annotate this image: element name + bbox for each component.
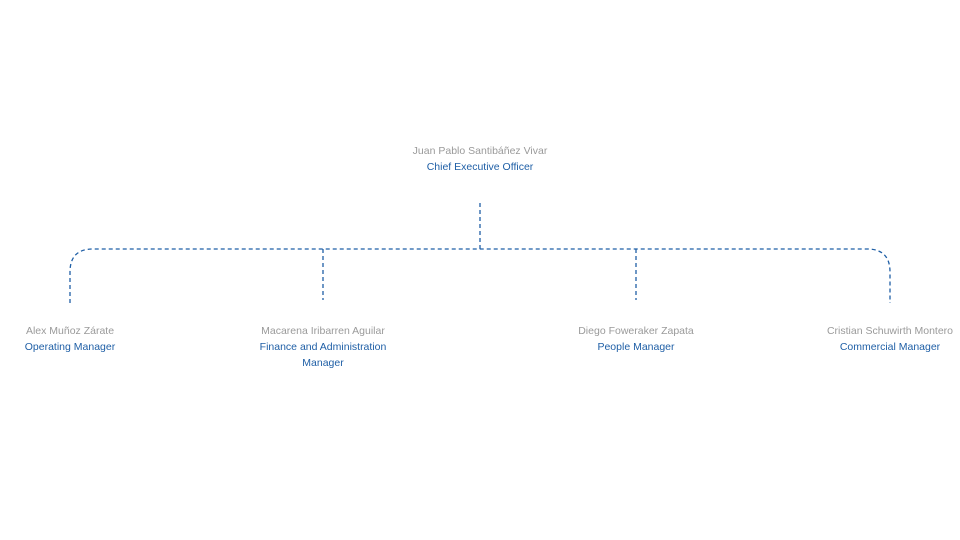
- operating-manager-name: Alex Muñoz Zárate: [25, 325, 115, 337]
- finance-manager-role: Finance and Administration Manager: [259, 341, 387, 369]
- commercial-manager-node: Cristian Schuwirth Montero Commercial Ma…: [800, 323, 960, 355]
- operating-manager-node: Alex Muñoz Zárate Operating Manager: [0, 323, 160, 355]
- people-manager-node: Diego Foweraker Zapata People Manager: [546, 323, 726, 355]
- ceo-role: Chief Executive Officer: [426, 161, 534, 173]
- people-manager-role: People Manager: [597, 341, 675, 353]
- ceo-name: Juan Pablo Santibáñez Vivar: [412, 145, 548, 157]
- finance-manager-name: Macarena Iribarren Aguilar: [261, 325, 385, 337]
- commercial-manager-name: Cristian Schuwirth Montero: [826, 325, 954, 337]
- operating-manager-role: Operating Manager: [24, 341, 116, 353]
- commercial-manager-role: Commercial Manager: [839, 341, 941, 353]
- ceo-node: Juan Pablo Santibáñez Vivar Chief Execut…: [390, 143, 570, 175]
- finance-manager-node: Macarena Iribarren Aguilar Finance and A…: [233, 323, 413, 371]
- people-manager-name: Diego Foweraker Zapata: [578, 325, 694, 337]
- horizontal-bus-line: [69, 248, 891, 303]
